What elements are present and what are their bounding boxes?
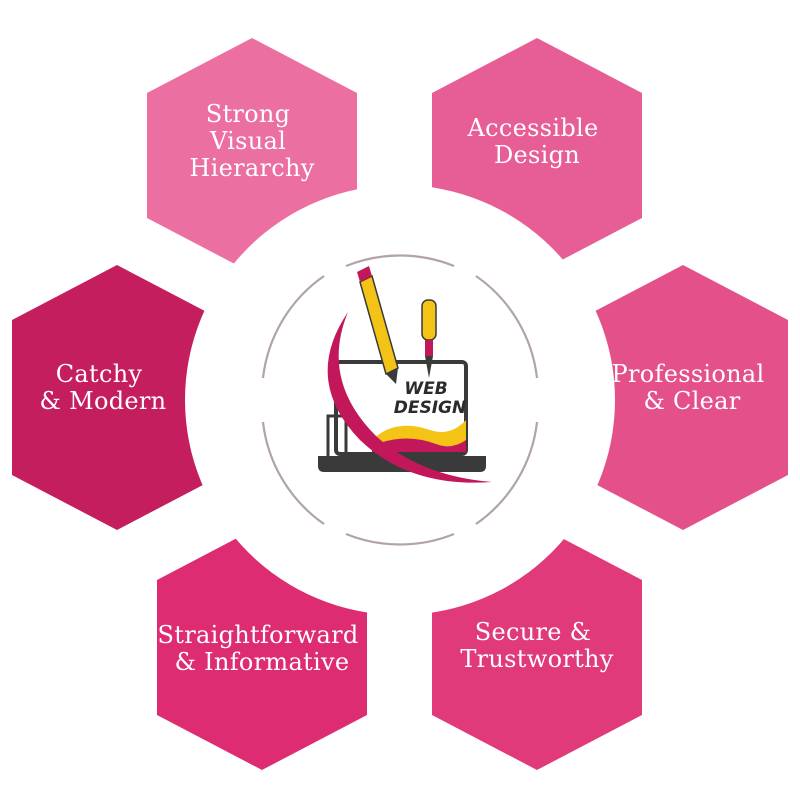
pencil-icon	[357, 266, 399, 384]
hexagon-label: Strong Visual Hierarchy	[189, 100, 314, 182]
hexagon-shape	[12, 265, 222, 530]
label-line: & Informative	[175, 648, 350, 676]
ring-segment	[475, 421, 539, 525]
magenta-swoosh	[372, 438, 466, 452]
label-line: Strong	[206, 100, 291, 128]
ring-segment	[345, 254, 455, 268]
label-line: Professional	[612, 360, 765, 388]
ring-segment	[345, 532, 455, 546]
hex-catchy-modern: Catchy & Modern	[12, 265, 222, 530]
label-line: Hierarchy	[189, 154, 314, 182]
paint-pen-icon	[421, 299, 437, 378]
label-line: Accessible	[467, 114, 599, 142]
label-line: Trustworthy	[460, 645, 613, 673]
hex-professional-clear: Professional & Clear	[578, 265, 788, 530]
logo-text-design: DESIGN	[394, 398, 466, 418]
logo-text-web: WEB	[404, 379, 447, 399]
hexagon-label: Straightforward & Informative	[158, 621, 367, 676]
hexagon-label: Professional & Clear	[612, 360, 773, 415]
hexagon-label: Secure & Trustworthy	[460, 618, 613, 673]
laptop-screen-outline	[334, 360, 468, 456]
ring-segment	[475, 275, 539, 379]
label-line: Catchy	[56, 360, 143, 388]
label-line: & Modern	[40, 387, 167, 415]
center-disc	[185, 185, 615, 615]
hexagon-shape	[578, 265, 788, 530]
web-design-logo: WEB DESIGN	[318, 266, 492, 483]
center-ring	[261, 254, 539, 546]
ring-segment	[261, 275, 325, 379]
label-line: & Clear	[643, 387, 740, 415]
ring-segment	[261, 421, 325, 525]
label-line: Design	[494, 141, 580, 169]
hexagon-label: Catchy & Modern	[40, 360, 167, 415]
label-line: Straightforward	[158, 621, 359, 649]
label-line: Secure &	[475, 618, 592, 646]
hexagon-label: Accessible Design	[467, 114, 607, 169]
label-line: Visual	[209, 127, 286, 155]
laptop-side-outline	[326, 414, 348, 460]
magenta-crescent	[327, 312, 492, 483]
